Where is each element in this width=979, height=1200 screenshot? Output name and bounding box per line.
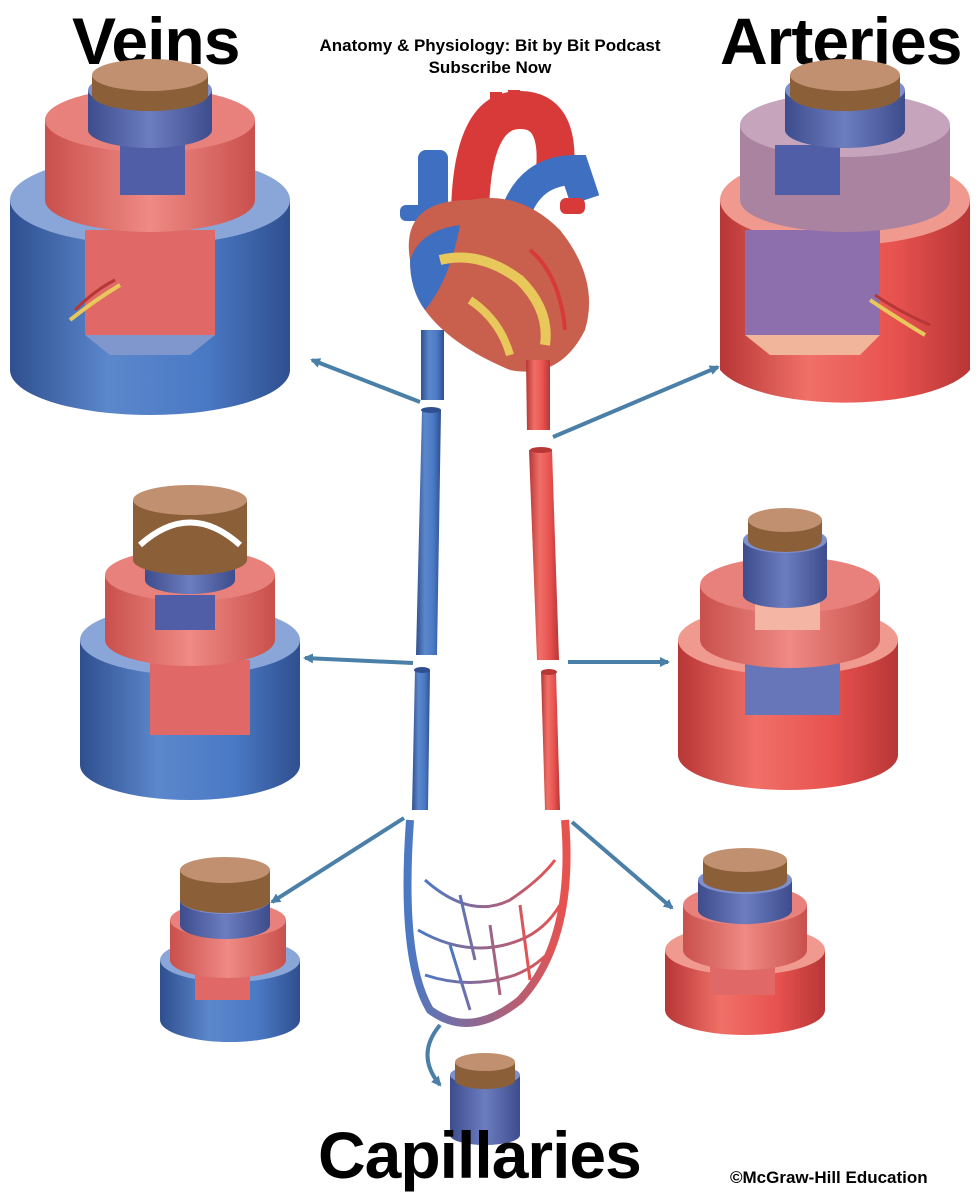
large-artery-cross-section: [720, 59, 970, 403]
small-artery-cross-section: [665, 848, 825, 1035]
vein-tube-segments: [412, 330, 444, 810]
arrow-to-large-artery: [552, 365, 720, 439]
podcast-title: Anatomy & Physiology: Bit by Bit Podcast: [319, 36, 661, 55]
artery-tube-segments: [526, 360, 560, 810]
subscribe-now-text: Subscribe Now: [428, 58, 552, 77]
arrow-to-small-vein: [270, 816, 406, 904]
heart-illustration: [400, 90, 600, 372]
arrow-to-capillary: [425, 1023, 442, 1087]
large-vein-cross-section: [10, 59, 290, 415]
small-vein-cross-section: [160, 857, 300, 1042]
medium-artery-cross-section: [678, 508, 898, 790]
arrow-to-small-artery: [570, 820, 674, 910]
capillaries-title: Capillaries: [318, 1118, 642, 1192]
capillary-bed: [403, 819, 571, 1027]
copyright-notice: ©McGraw-Hill Education: [730, 1168, 928, 1187]
medium-vein-cross-section: [80, 485, 300, 800]
pointer-arrows: [270, 358, 720, 1087]
capillary-cross-section: [450, 1053, 520, 1145]
arrow-to-large-vein: [310, 358, 421, 404]
arrow-to-medium-vein: [303, 653, 414, 665]
